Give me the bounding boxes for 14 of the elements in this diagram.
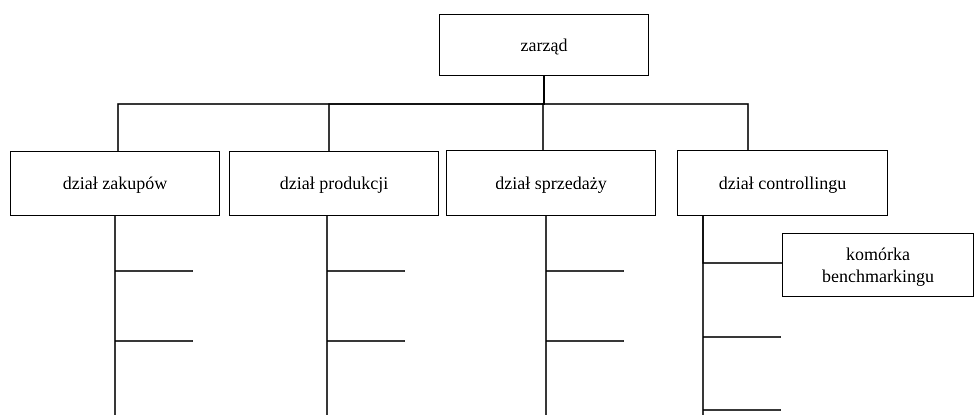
unit-name: zarząd [520,34,568,56]
unit-name: dział controllingu [718,172,846,194]
org-unit-box [677,150,888,216]
unit-name: dział produkcji [280,172,388,195]
org-unit-box [229,151,439,216]
org-unit-box [446,150,656,216]
org-unit-box [439,14,649,76]
org-unit-box [10,151,220,216]
org-unit-box [782,233,974,297]
unit-name: dział zakupów [62,172,168,195]
unit-name: dział sprzedaży [495,172,607,194]
connector-line [543,76,749,150]
unit-name: komórka benchmarkingu [821,242,935,288]
connector-line [702,216,782,264]
